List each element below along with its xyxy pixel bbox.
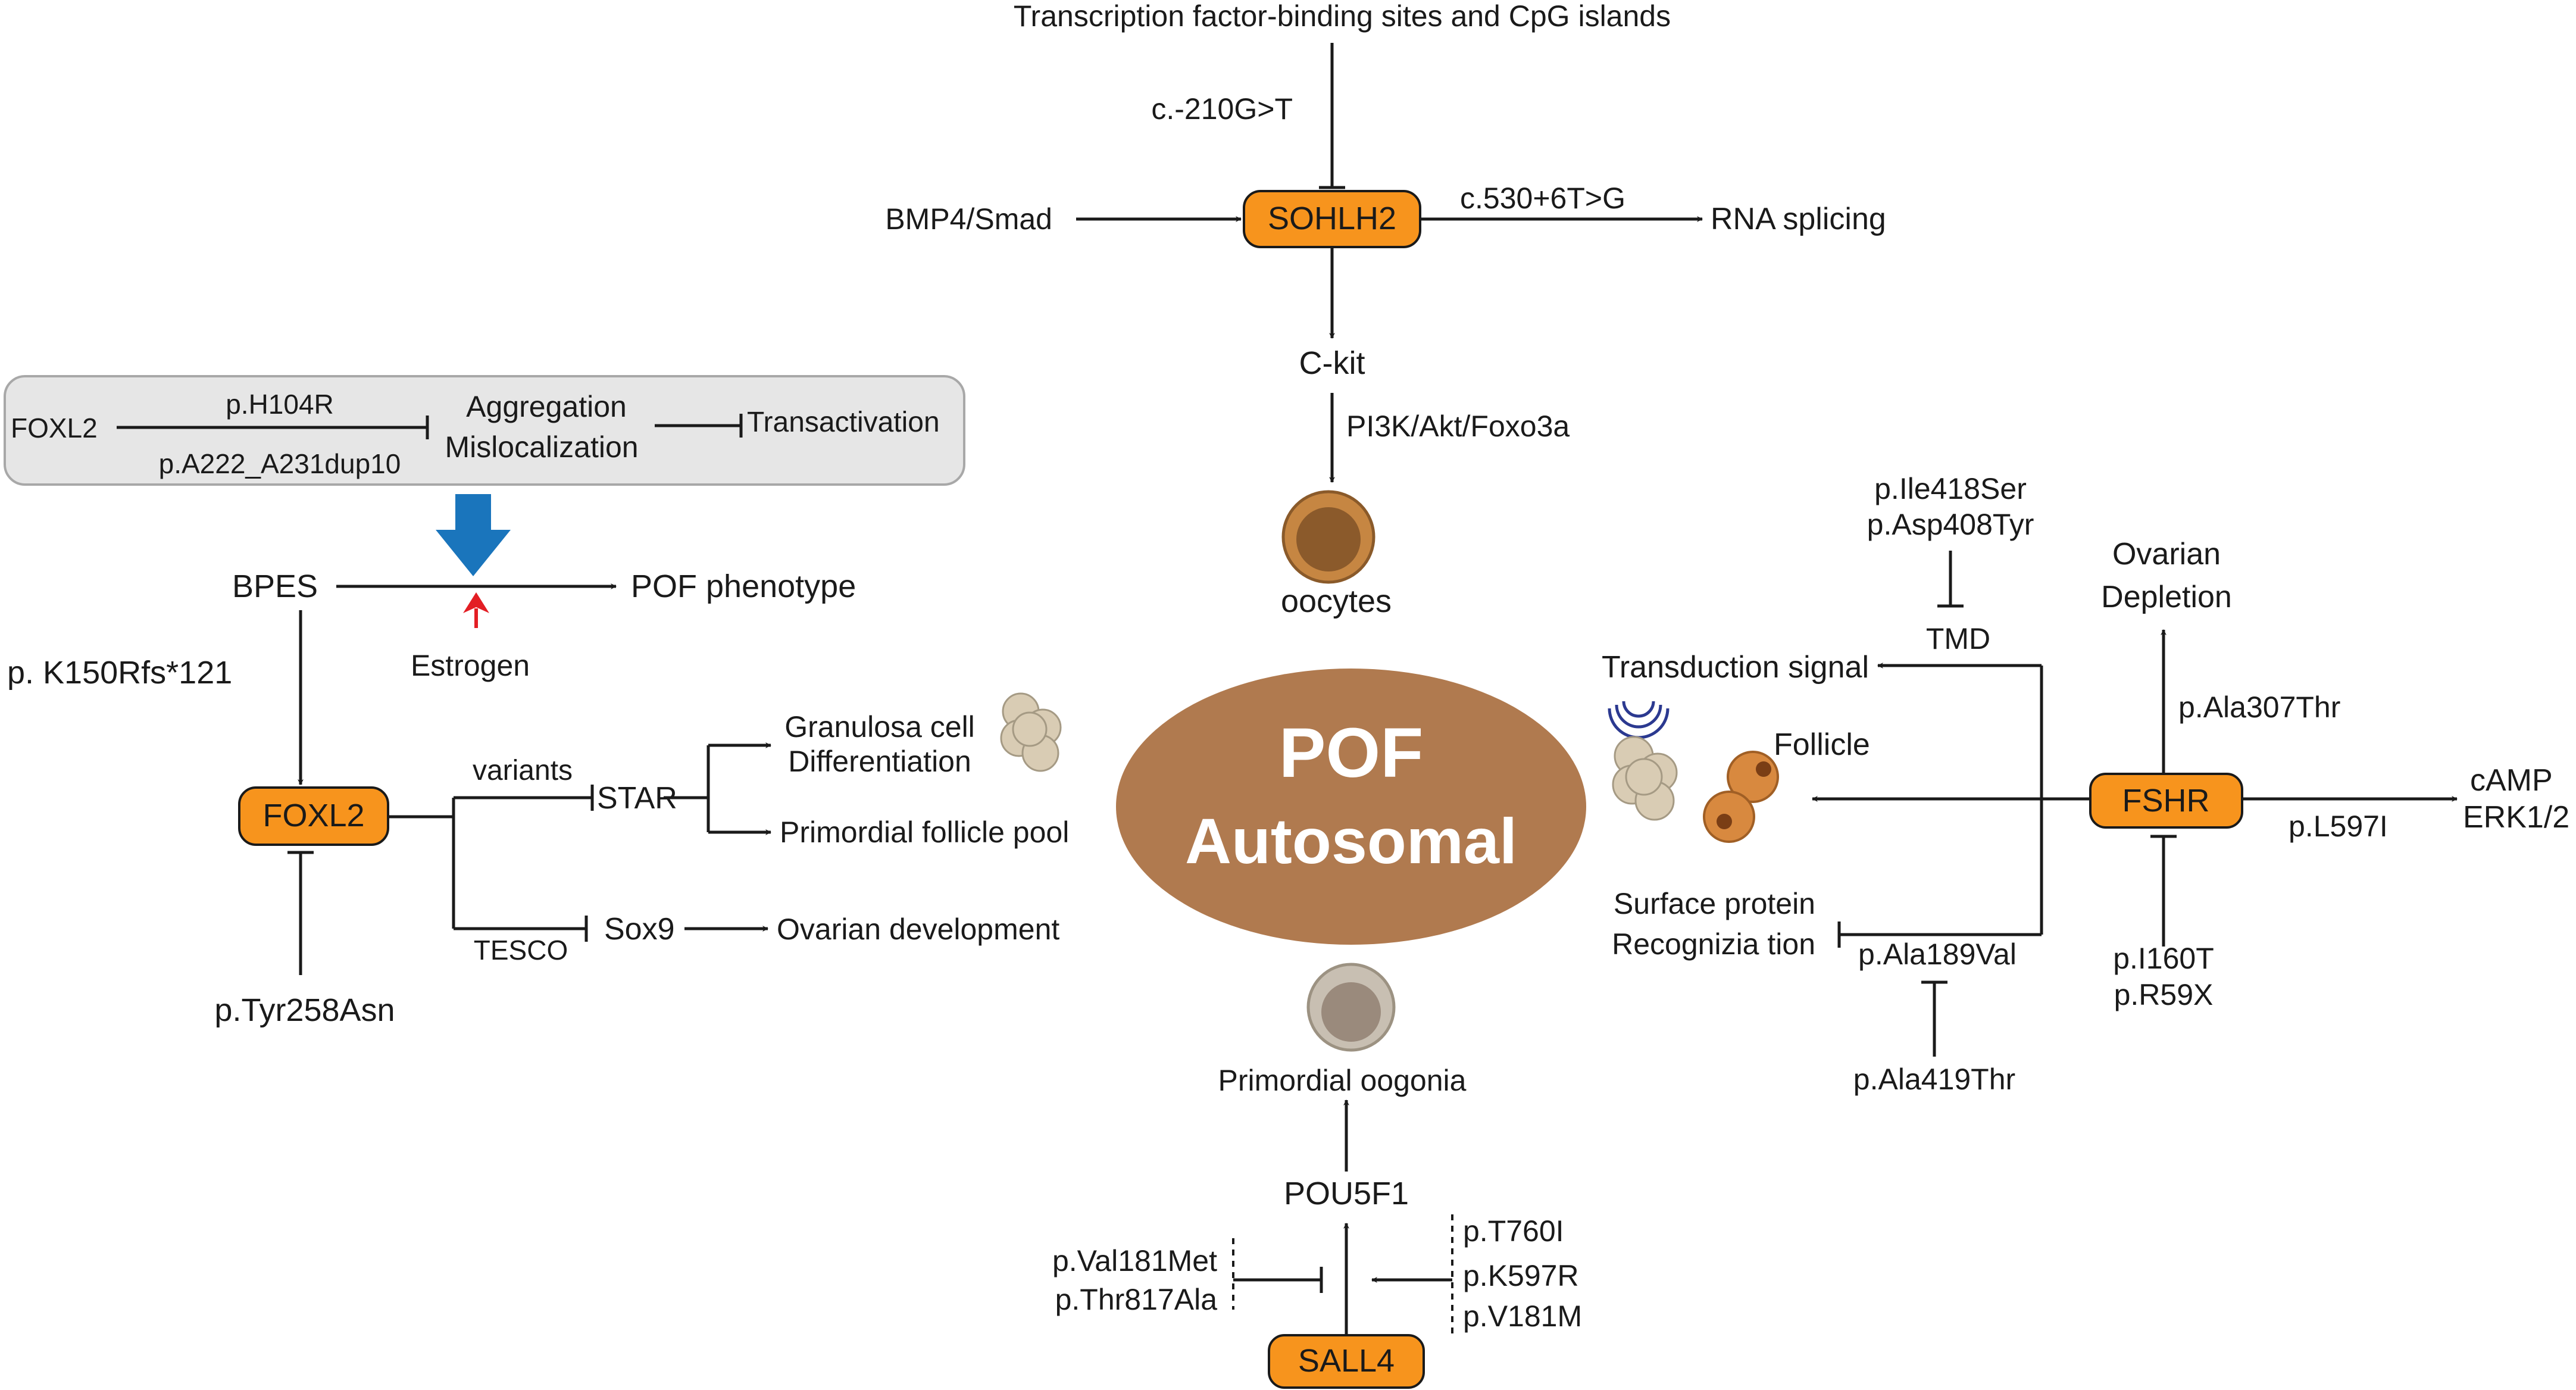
pou5f1-label: POU5F1 xyxy=(1284,1176,1409,1211)
cell-cluster-icon xyxy=(1612,736,1678,821)
granulosa-label-1: Granulosa cell xyxy=(784,710,975,744)
foxl2-mutation-panel xyxy=(4,375,965,486)
panel-foxl2-label: FOXL2 xyxy=(11,413,98,443)
mislocalization-label: Mislocalization xyxy=(445,430,638,464)
thr817-label: p.Thr817Ala xyxy=(1055,1283,1218,1316)
ala307-label: p.Ala307Thr xyxy=(2178,691,2340,724)
oocyte-icon xyxy=(1281,490,1375,584)
k150-label: p. K150Rfs*121 xyxy=(7,655,232,691)
sall4-label: SALL4 xyxy=(1298,1343,1395,1379)
red-up-arrow-icon xyxy=(463,592,489,613)
ile418-label: p.Ile418Ser xyxy=(1874,472,2027,505)
foxl2-box: FOXL2 xyxy=(238,786,389,846)
surface-protein-label-2: Recognizia tion xyxy=(1612,927,1815,961)
granulosa-label-2: Differentiation xyxy=(788,745,971,778)
c210-label: c.-210G>T xyxy=(1151,92,1293,126)
fshr-box: FSHR xyxy=(2089,773,2243,829)
v181m-label: p.V181M xyxy=(1463,1300,1582,1333)
sall4-box: SALL4 xyxy=(1268,1334,1425,1389)
follicle-label: Follicle xyxy=(1774,727,1870,762)
sohlh2-label: SOHLH2 xyxy=(1268,201,1396,236)
binding-sites-label: Transcription factor-binding sites and C… xyxy=(1014,0,1671,33)
surface-protein-label-1: Surface protein xyxy=(1614,887,1815,920)
center-title-line2: Autosomal xyxy=(1185,805,1517,877)
transduction-label: Transduction signal xyxy=(1602,650,1869,685)
rna-splicing-label: RNA splicing xyxy=(1711,202,1886,236)
t760i-label: p.T760I xyxy=(1463,1214,1564,1248)
oocytes-label: oocytes xyxy=(1281,583,1392,619)
ovarian-depletion-label-2: Depletion xyxy=(2101,580,2232,614)
sohlh2-box: SOHLH2 xyxy=(1243,190,1421,248)
erk-label: ERK1/2 xyxy=(2463,800,2569,835)
pof-phenotype-label: POF phenotype xyxy=(631,569,856,604)
bpes-label: BPES xyxy=(232,569,318,604)
transactivation-label: Transactivation xyxy=(747,407,940,438)
ckit-label: C-kit xyxy=(1299,345,1365,381)
bmp4-label: BMP4/Smad xyxy=(885,202,1052,236)
aggregation-label: Aggregation xyxy=(466,390,627,423)
ovarian-development-label: Ovarian development xyxy=(777,913,1059,946)
primordial-oogonia-label: Primordial oogonia xyxy=(1218,1064,1467,1097)
oogonia-icon xyxy=(1306,963,1396,1052)
tmd-label: TMD xyxy=(1926,622,1990,655)
asp408-label: p.Asp408Tyr xyxy=(1867,508,2034,541)
center-title-line1: POF xyxy=(1279,714,1424,792)
estrogen-label: Estrogen xyxy=(411,649,530,682)
sox9-label: Sox9 xyxy=(604,912,675,947)
fshr-label: FSHR xyxy=(2122,783,2210,819)
pi3k-label: PI3K/Akt/Foxo3a xyxy=(1346,410,1570,443)
ovarian-depletion-label-1: Ovarian xyxy=(2112,537,2221,571)
variants-label: variants xyxy=(473,755,573,786)
h104r-label: p.H104R xyxy=(226,389,334,420)
val181-label: p.Val181Met xyxy=(1052,1244,1217,1277)
foxl2-label: FOXL2 xyxy=(262,798,364,833)
granulosa-cluster-icon xyxy=(1000,692,1062,772)
pof-autosomal-ellipse xyxy=(1116,669,1586,945)
ala189-label: p.Ala189Val xyxy=(1858,938,2017,971)
blue-down-arrow-icon xyxy=(436,494,511,576)
camp-label: cAMP xyxy=(2470,763,2553,798)
l597i-label: p.L597I xyxy=(2289,810,2388,843)
r59x-label: p.R59X xyxy=(2114,978,2214,1011)
i160t-label: p.I160T xyxy=(2113,942,2214,975)
c530-label: c.530+6T>G xyxy=(1460,182,1625,215)
tesco-label: TESCO xyxy=(474,935,568,966)
follicle-icon xyxy=(1703,751,1779,843)
tyr258-label: p.Tyr258Asn xyxy=(214,992,395,1028)
a222-label: p.A222_A231dup10 xyxy=(159,448,401,479)
ala419-label: p.Ala419Thr xyxy=(1853,1063,2015,1096)
primordial-pool-label: Primordial follicle pool xyxy=(780,816,1069,849)
signal-waves-icon xyxy=(1608,701,1670,739)
k597r-label: p.K597R xyxy=(1463,1259,1579,1292)
